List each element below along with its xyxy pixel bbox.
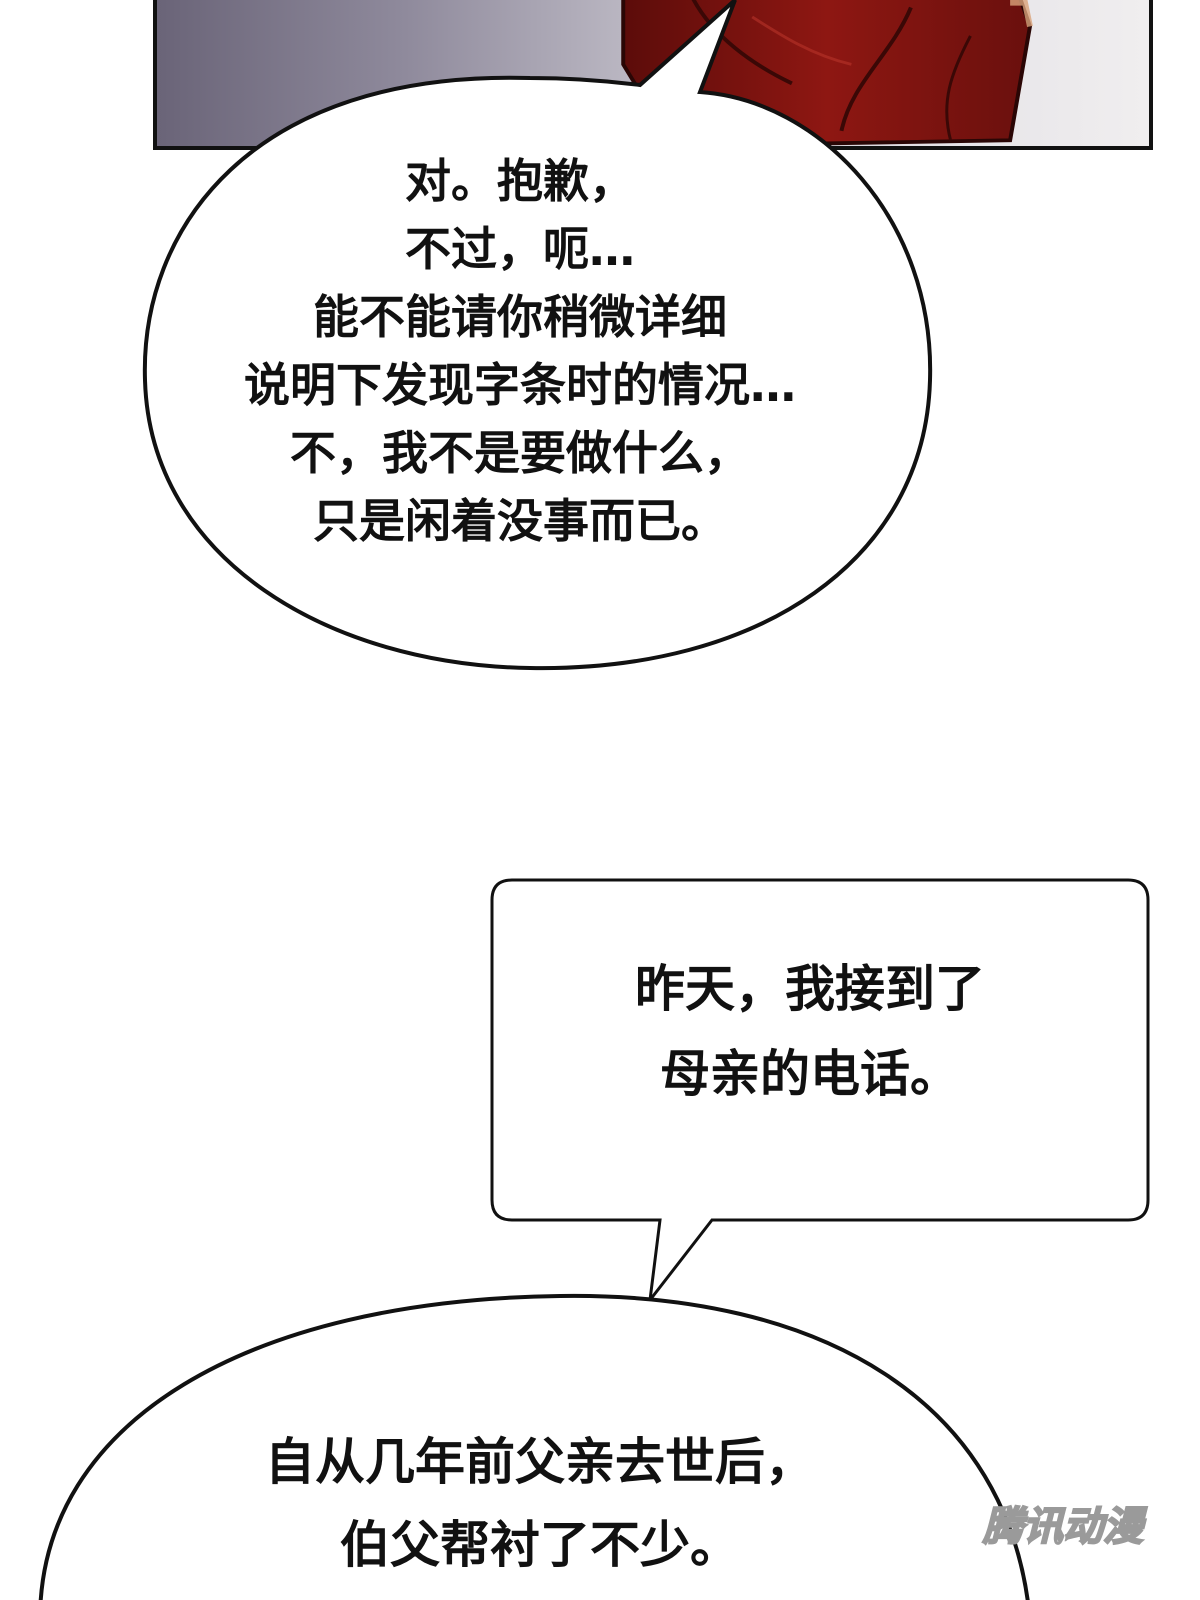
bubble-3-line: 伯父帮衬了不少。 — [340, 1516, 740, 1574]
speech-bubble-oval-3 — [38, 1293, 1030, 1600]
bubble-2-line: 母亲的电话。 — [660, 1045, 960, 1103]
bubble-1-line: 只是闲着没事而已。 — [313, 494, 727, 548]
bubble-1-line: 对。抱歉， — [405, 154, 635, 208]
speech-bubble-rect-2 — [490, 878, 1150, 1306]
tencent-comic-watermark-logo: 腾讯动漫 — [981, 1503, 1149, 1551]
bubble-1-text: 对。抱歉， 不过，呃… 能不能请你稍微详细 说明下发现字条时的情况… 不，我不是… — [150, 147, 890, 555]
bubble-3-text: 自从几年前父亲去世后， 伯父帮衬了不少。 — [110, 1421, 970, 1587]
speech-bubble-oval-1 — [142, 0, 933, 671]
bubble-3-line: 自从几年前父亲去世后， — [265, 1433, 815, 1491]
bubble-2-text: 昨天，我接到了 母亲的电话。 — [500, 947, 1120, 1117]
bubble-1-line: 能不能请你稍微详细 — [313, 290, 727, 344]
bubble-1-line: 说明下发现字条时的情况… — [244, 358, 796, 412]
watermark-text: 腾讯动漫 — [982, 1504, 1148, 1550]
bubble-2-line: 昨天，我接到了 — [635, 960, 985, 1018]
bubble-1-line: 不，我不是要做什么， — [290, 426, 750, 480]
bubble-1-line: 不过，呃… — [405, 222, 635, 276]
